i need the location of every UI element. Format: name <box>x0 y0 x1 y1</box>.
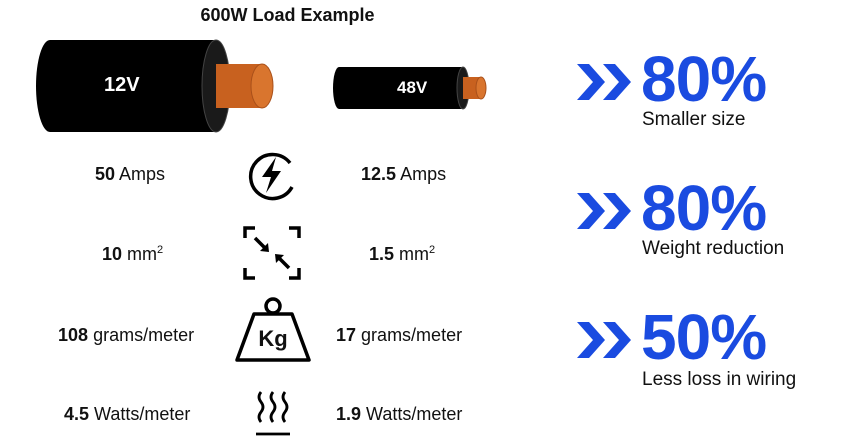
left-value-heat: 4.5 Watts/meter <box>64 404 191 424</box>
double-chevron-icon <box>577 64 631 100</box>
right-value-heat: 1.9 Watts/meter <box>336 404 463 424</box>
stat-value: 80% <box>641 172 767 244</box>
cable-12v: 12V <box>36 38 276 136</box>
stat-weight-reduction: 80% Weight reduction <box>575 172 855 297</box>
stat-smaller-size: 80% Smaller size <box>575 43 855 168</box>
weight-kg-icon: Kg <box>234 296 312 364</box>
cable-48v: 48V <box>333 65 488 111</box>
cable-48v-label: 48V <box>397 78 428 97</box>
right-value-amps: 12.5 Amps <box>361 164 447 184</box>
stat-caption: Smaller size <box>642 109 746 130</box>
lightning-bolt-icon <box>244 147 300 208</box>
left-value-amps: 50 Amps <box>95 164 166 184</box>
stat-caption: Less loss in wiring <box>642 369 797 390</box>
right-value-weight: 17 grams/meter <box>336 325 463 345</box>
weight-kg-text: Kg <box>258 326 288 351</box>
double-chevron-icon <box>577 322 631 358</box>
stat-value: 80% <box>641 43 767 115</box>
double-chevron-icon <box>577 193 631 229</box>
stat-value: 50% <box>641 301 767 373</box>
right-value-area: 1.5 mm2 <box>369 244 436 264</box>
left-value-weight: 108 grams/meter <box>58 325 195 345</box>
page-title: 600W Load Example <box>200 5 375 25</box>
stat-caption: Weight reduction <box>642 238 785 259</box>
heat-waves-icon <box>255 388 291 443</box>
stat-less-loss: 50% Less loss in wiring <box>575 301 855 426</box>
compress-arrows-icon <box>243 226 301 285</box>
left-value-area: 10 mm2 <box>102 244 164 264</box>
cable-12v-label: 12V <box>104 74 140 96</box>
